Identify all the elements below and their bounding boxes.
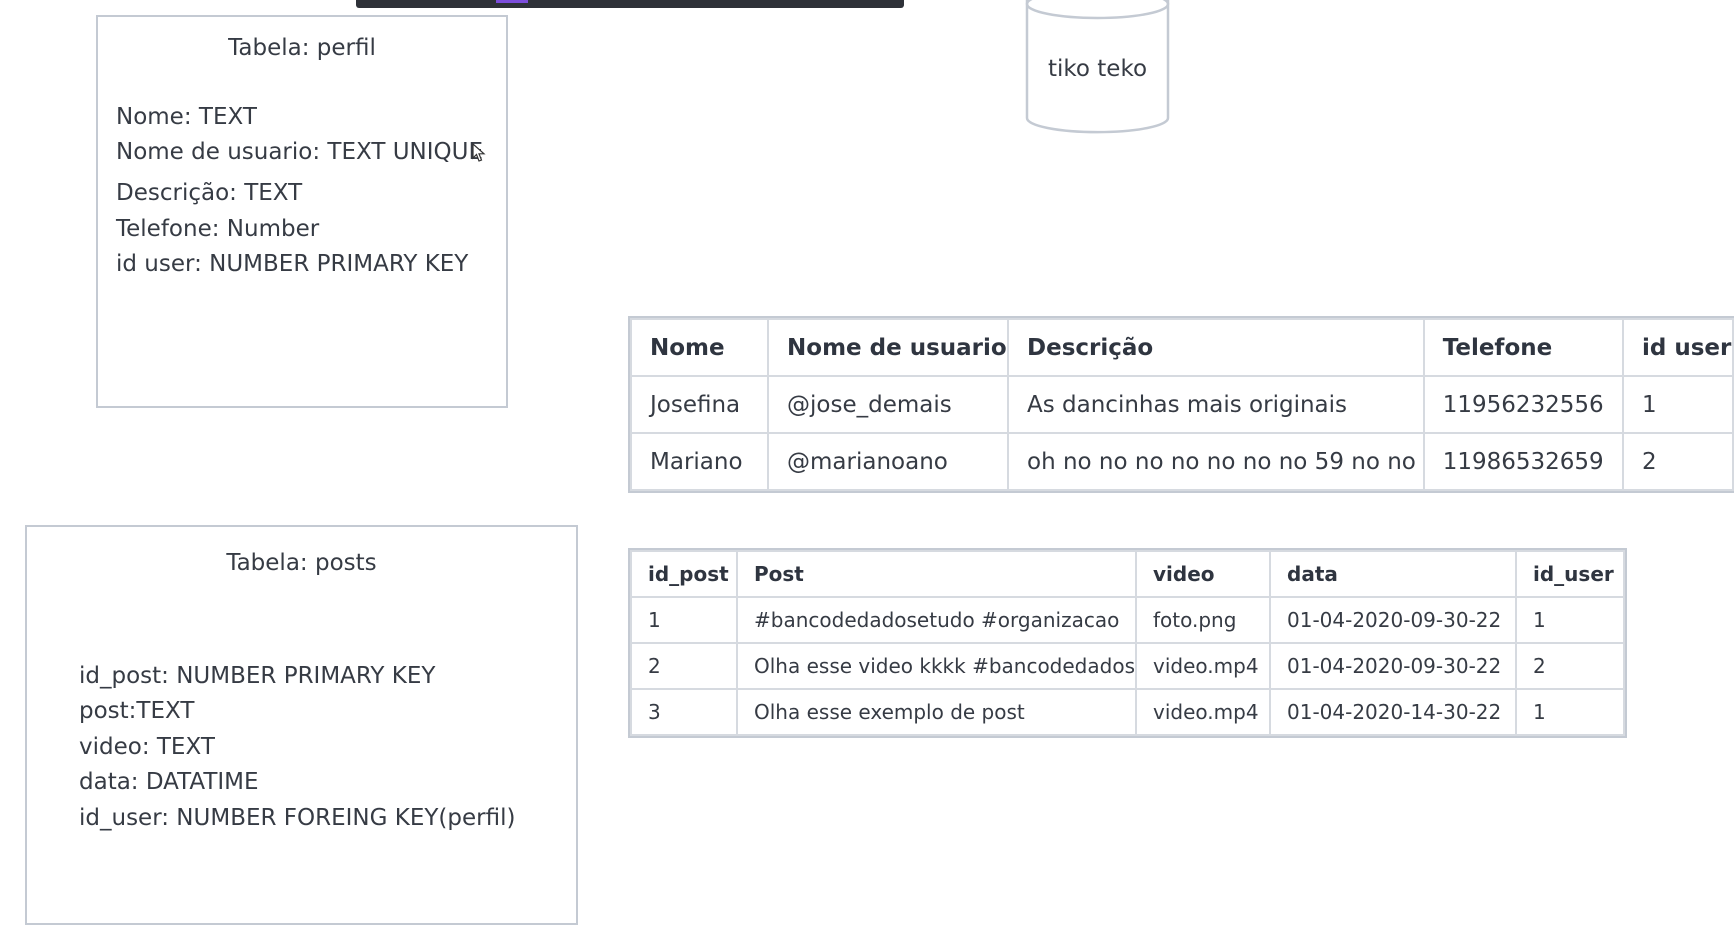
column-header: Telefone: [1422, 318, 1624, 377]
column-header: id_user: [1515, 550, 1625, 598]
table-cell: Josefina: [629, 375, 770, 434]
table-cell: 11986532659: [1422, 432, 1624, 491]
table-cell: 1: [630, 596, 738, 644]
table-cell: foto.png: [1135, 596, 1271, 644]
column-header: Nome: [629, 318, 770, 377]
table-cell: As dancinhas mais originais: [1007, 375, 1425, 434]
table-cell: 01-04-2020-09-30-22: [1269, 642, 1517, 690]
table-cell: 01-04-2020-14-30-22: [1269, 688, 1517, 736]
column-header: Nome de usuario: [767, 318, 1009, 377]
top-bar-accent: [496, 0, 528, 3]
posts-field-id-user: id_user: NUMBER FOREING KEY(perfil): [79, 805, 516, 831]
column-header: Descrição: [1007, 318, 1425, 377]
database-label: tiko teko: [1047, 56, 1148, 82]
perfil-data-table[interactable]: Nome Nome de usuario Descrição Telefone …: [628, 316, 1734, 493]
table-cell: video.mp4: [1135, 642, 1271, 690]
table-cell: Olha esse video kkkk #bancodedados: [736, 642, 1137, 690]
posts-schema-title: Tabela: posts: [226, 550, 377, 576]
table-row: Mariano @marianoano oh no no no no no no…: [629, 432, 1734, 491]
table-cell: 01-04-2020-09-30-22: [1269, 596, 1517, 644]
column-header: data: [1269, 550, 1517, 598]
table-cell: 2: [1621, 432, 1734, 491]
table-cell: #bancodedadosetudo #organizacao: [736, 596, 1137, 644]
column-header: Post: [736, 550, 1137, 598]
perfil-schema-title: Tabela: perfil: [228, 35, 376, 61]
table-cell: 3: [630, 688, 738, 736]
perfil-field-id-user: id user: NUMBER PRIMARY KEY: [116, 251, 469, 277]
posts-schema-box[interactable]: Tabela: posts id_post: NUMBER PRIMARY KE…: [25, 525, 578, 925]
window-top-bar: [356, 0, 904, 8]
perfil-field-nome: Nome: TEXT: [116, 104, 257, 130]
table-header-row: id_post Post video data id_user: [630, 550, 1625, 598]
table-header-row: Nome Nome de usuario Descrição Telefone …: [629, 318, 1734, 377]
table-cell: 1: [1515, 688, 1625, 736]
column-header: id_post: [630, 550, 738, 598]
perfil-field-nome-usuario: Nome de usuario: TEXT UNIQUE: [116, 139, 484, 165]
table-cell: Mariano: [629, 432, 770, 491]
posts-field-id-post: id_post: NUMBER PRIMARY KEY: [79, 663, 436, 689]
perfil-field-telefone: Telefone: Number: [116, 216, 320, 242]
perfil-schema-box[interactable]: Tabela: perfil Nome: TEXT Nome de usuari…: [96, 15, 508, 408]
mouse-cursor-icon: [472, 143, 486, 162]
column-header: id user: [1621, 318, 1734, 377]
table-cell: video.mp4: [1135, 688, 1271, 736]
posts-field-data: data: DATATIME: [79, 769, 259, 795]
table-cell: @jose_demais: [767, 375, 1009, 434]
table-row: Josefina @jose_demais As dancinhas mais …: [629, 375, 1734, 434]
table-row: 1 #bancodedadosetudo #organizacao foto.p…: [630, 596, 1625, 644]
posts-data-table[interactable]: id_post Post video data id_user 1 #banco…: [628, 548, 1627, 738]
table-cell: 2: [630, 642, 738, 690]
table-cell: Olha esse exemplo de post: [736, 688, 1137, 736]
table-cell: 2: [1515, 642, 1625, 690]
table-cell: 11956232556: [1422, 375, 1624, 434]
table-cell: 1: [1515, 596, 1625, 644]
table-row: 3 Olha esse exemplo de post video.mp4 01…: [630, 688, 1625, 736]
table-cell: 1: [1621, 375, 1734, 434]
posts-field-post: post:TEXT: [79, 698, 195, 724]
perfil-field-descricao: Descrição: TEXT: [116, 180, 303, 206]
table-cell: oh no no no no no no no 59 no no: [1007, 432, 1425, 491]
table-cell: @marianoano: [767, 432, 1009, 491]
posts-field-video: video: TEXT: [79, 734, 215, 760]
column-header: video: [1135, 550, 1271, 598]
database-cylinder-icon[interactable]: [1025, 0, 1170, 136]
table-row: 2 Olha esse video kkkk #bancodedados vid…: [630, 642, 1625, 690]
